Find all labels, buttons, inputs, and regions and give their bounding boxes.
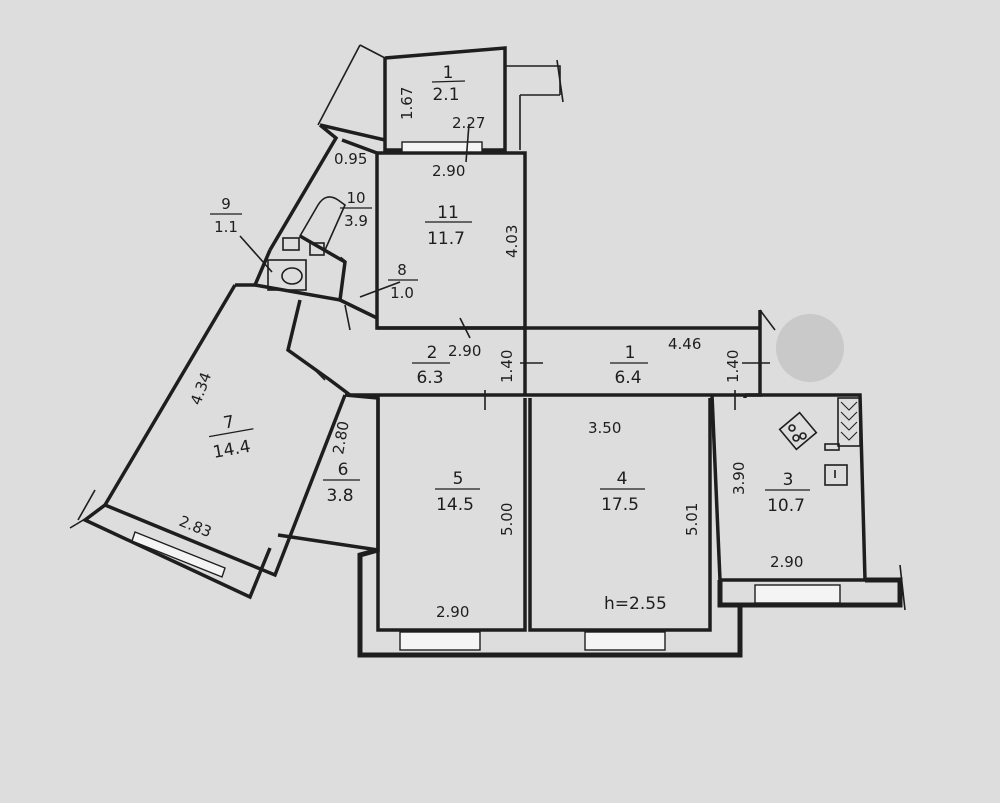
dim-balcony-height: 1.67 bbox=[398, 87, 416, 120]
room-label-hall-2: 2 6.3 bbox=[412, 343, 450, 388]
sink-icon bbox=[309, 242, 325, 256]
dim-balcony-width: 2.27 bbox=[452, 114, 485, 132]
room-labels: 1 2.1 2 6.3 1 6.4 3 10.7 4 17.5 bbox=[208, 63, 810, 516]
room-label-kitchen-3: 3 10.7 bbox=[765, 470, 810, 516]
svg-text:7: 7 bbox=[222, 412, 236, 434]
dim-hall1-depth: 1.40 bbox=[724, 350, 742, 383]
svg-text:14.4: 14.4 bbox=[211, 437, 252, 463]
svg-text:6.3: 6.3 bbox=[416, 368, 443, 388]
svg-text:11.7: 11.7 bbox=[427, 229, 465, 249]
svg-text:10: 10 bbox=[346, 189, 365, 207]
ceiling-height: h=2.55 bbox=[604, 594, 667, 614]
leader-lines bbox=[239, 123, 770, 410]
svg-text:9: 9 bbox=[221, 195, 231, 213]
svg-text:6.4: 6.4 bbox=[614, 368, 641, 388]
dim-room4-top: 3.50 bbox=[588, 419, 621, 437]
dim-room7-side: 4.34 bbox=[187, 370, 215, 408]
stove-icon bbox=[778, 411, 818, 451]
dim-room4-side: 5.01 bbox=[683, 503, 701, 536]
svg-text:2: 2 bbox=[427, 343, 438, 363]
dim-room5-bottom: 2.90 bbox=[436, 603, 469, 621]
dim-corridor: 0.95 bbox=[334, 150, 367, 168]
sink-icon bbox=[282, 237, 300, 251]
windows bbox=[131, 141, 841, 651]
room-label-room-6: 6 3.8 bbox=[323, 460, 360, 506]
room-label-room-11: 11 11.7 bbox=[425, 203, 472, 249]
radiator-icon bbox=[837, 397, 861, 447]
svg-text:11: 11 bbox=[437, 203, 459, 223]
room-label-room-8: 8 1.0 bbox=[388, 261, 418, 302]
room-label-room-5: 5 14.5 bbox=[435, 469, 480, 515]
room-label-room-9: 9 1.1 bbox=[210, 195, 242, 236]
room-label-hall-1: 1 6.4 bbox=[610, 343, 648, 388]
dim-hall2-width: 2.90 bbox=[448, 342, 481, 360]
svg-text:2.1: 2.1 bbox=[432, 85, 459, 105]
dim-hall2-depth: 1.40 bbox=[498, 350, 516, 383]
dim-room3-side: 3.90 bbox=[730, 462, 748, 495]
svg-text:3: 3 bbox=[783, 470, 794, 490]
dim-room5-side: 5.00 bbox=[498, 503, 516, 536]
svg-text:10.7: 10.7 bbox=[767, 496, 805, 516]
svg-text:3.9: 3.9 bbox=[344, 212, 368, 230]
svg-text:4: 4 bbox=[617, 469, 628, 489]
dim-room11-top: 2.90 bbox=[432, 162, 465, 180]
svg-text:1.1: 1.1 bbox=[214, 218, 238, 236]
bathtub-icon bbox=[298, 196, 346, 252]
fixtures bbox=[267, 196, 861, 486]
room-label-balcony: 1 2.1 bbox=[431, 63, 466, 105]
svg-text:5: 5 bbox=[453, 469, 464, 489]
dim-room11-side: 4.03 bbox=[503, 225, 521, 258]
dimension-labels: 1.67 2.27 2.90 4.03 0.95 2.90 1.40 4.46 … bbox=[177, 87, 804, 621]
toilet-icon bbox=[267, 259, 307, 291]
svg-text:6: 6 bbox=[338, 460, 349, 480]
room-label-room-4: 4 17.5 bbox=[600, 469, 645, 515]
dim-hall1-width: 4.46 bbox=[668, 335, 701, 353]
dim-room6-side: 2.80 bbox=[329, 420, 353, 456]
svg-text:14.5: 14.5 bbox=[436, 495, 474, 515]
blur-mark bbox=[776, 314, 844, 382]
svg-text:1: 1 bbox=[443, 63, 454, 83]
svg-text:8: 8 bbox=[397, 261, 407, 279]
room-label-room-10: 10 3.9 bbox=[340, 189, 372, 230]
kitchen-sink-icon bbox=[824, 464, 848, 486]
svg-text:3.8: 3.8 bbox=[326, 486, 353, 506]
svg-text:17.5: 17.5 bbox=[601, 495, 639, 515]
dim-room3-bottom: 2.90 bbox=[770, 553, 803, 571]
room-label-room-7: 7 14.4 bbox=[208, 412, 254, 463]
svg-text:1.0: 1.0 bbox=[390, 284, 414, 302]
svg-text:1: 1 bbox=[625, 343, 636, 363]
